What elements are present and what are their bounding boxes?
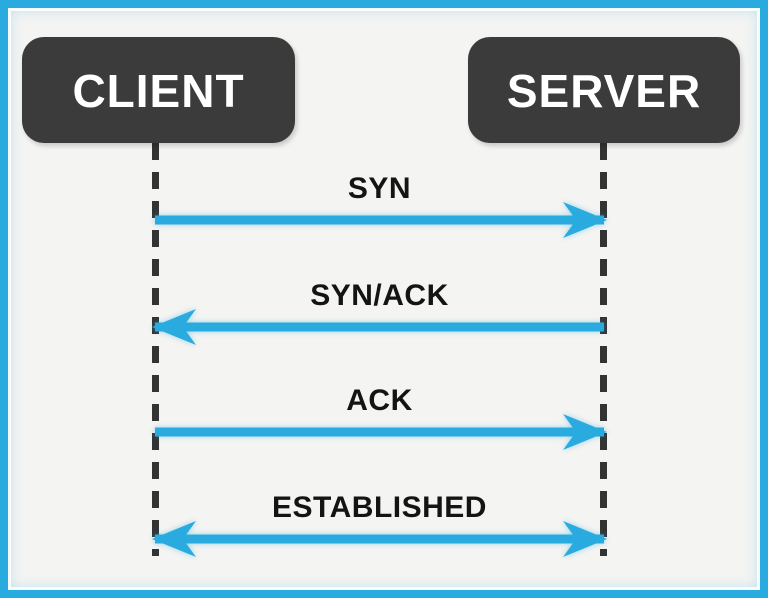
message-label-established: ESTABLISHED xyxy=(272,491,487,524)
actor-box-client: CLIENT xyxy=(22,37,295,143)
syn-arrow xyxy=(155,202,607,238)
message-row-synack: SYN/ACK xyxy=(152,279,604,345)
ack-arrow xyxy=(155,414,607,450)
client-lifeline xyxy=(152,143,159,556)
established-arrow xyxy=(152,521,607,557)
message-row-established: ESTABLISHED xyxy=(152,491,607,557)
arrow-shaft xyxy=(155,322,604,332)
server-lifeline xyxy=(600,143,607,556)
arrowhead-right-icon xyxy=(563,521,607,557)
actor-box-server: SERVER xyxy=(468,37,740,143)
actor-label-client: CLIENT xyxy=(72,65,245,117)
message-row-syn: SYN xyxy=(155,172,607,238)
synack-arrow xyxy=(152,309,604,345)
arrow-shaft xyxy=(155,215,604,225)
message-label-synack: SYN/ACK xyxy=(310,279,449,312)
arrow-shaft xyxy=(155,534,604,544)
message-label-syn: SYN xyxy=(347,172,412,205)
arrowhead-right-icon xyxy=(563,202,607,238)
actor-label-server: SERVER xyxy=(506,65,702,117)
arrow-shaft xyxy=(155,427,604,437)
message-row-ack: ACK xyxy=(155,384,607,450)
message-label-ack: ACK xyxy=(346,384,413,417)
arrowhead-right-icon xyxy=(563,414,607,450)
